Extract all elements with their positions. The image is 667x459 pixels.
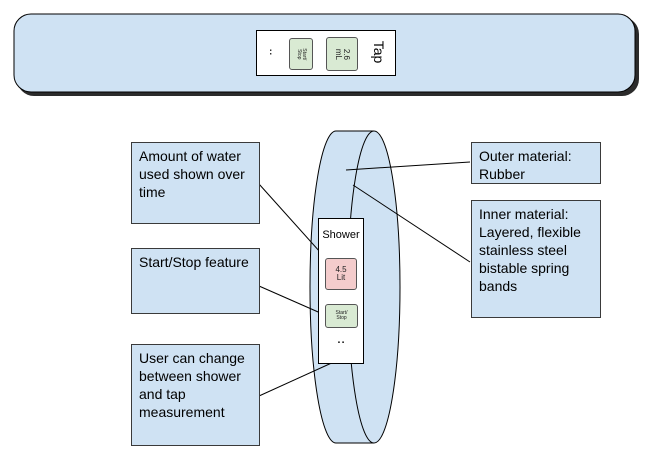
callout-switch-mode: User can change between shower and tap m… xyxy=(131,344,260,446)
connector-outer-material xyxy=(345,161,471,171)
top-reading-display: 2.6 mL xyxy=(326,37,358,71)
callout-start-stop: Start/Stop feature xyxy=(131,248,260,314)
top-start-stop-label: Start/ Stop xyxy=(295,48,308,60)
callout-outer-material: Outer material: Rubber xyxy=(471,142,601,184)
top-device-title: Tap xyxy=(371,40,387,64)
connector-inner-material xyxy=(352,184,471,263)
top-start-stop-button[interactable]: Start/ Stop xyxy=(289,38,313,70)
band-start-stop-label: Start/ Stop xyxy=(335,309,348,321)
connector-start-stop xyxy=(258,285,326,316)
band-mode-dots[interactable]: .. xyxy=(336,330,346,347)
band-reading-value: 4.5 Lit xyxy=(335,264,347,282)
top-device-dots: .. xyxy=(267,48,282,56)
band-reading-display: 4.5 Lit xyxy=(325,258,357,290)
callout-water-amount: Amount of water used shown over time xyxy=(131,142,260,224)
top-reading-value: 2.6 mL xyxy=(334,48,352,60)
callout-inner-material: Inner material: Layered, flexible stainl… xyxy=(471,200,601,318)
band-start-stop-button[interactable]: Start/ Stop xyxy=(325,304,358,328)
band-device-screen xyxy=(318,218,364,364)
connector-switch-mode xyxy=(258,360,337,397)
band-device-title: Shower xyxy=(322,229,360,241)
